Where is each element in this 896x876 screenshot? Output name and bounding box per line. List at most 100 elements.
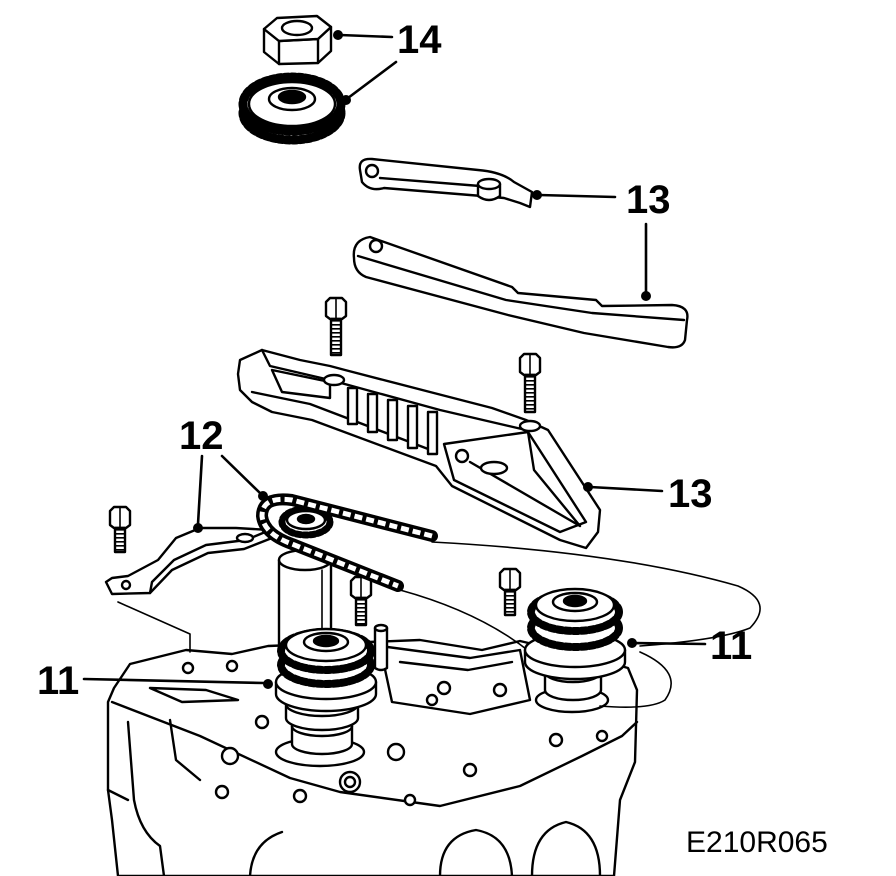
guide-boss-top xyxy=(476,177,502,191)
tensioner-rail-housing xyxy=(236,348,602,550)
bore xyxy=(312,634,340,648)
callout-14: 14 xyxy=(397,18,442,62)
bolt-shank xyxy=(354,596,368,627)
bore xyxy=(562,594,588,608)
rail-top-edge xyxy=(356,254,686,322)
bolt xyxy=(349,575,373,627)
housing-fin xyxy=(346,386,359,426)
bolt-hole xyxy=(548,732,564,748)
crankshaft-sprocket-right xyxy=(523,587,627,702)
callout-13-lower: 13 xyxy=(668,472,713,516)
bolt-hole xyxy=(292,788,308,804)
bolt-hole xyxy=(462,762,478,778)
housing-slot xyxy=(270,368,332,400)
block-bore-arch xyxy=(438,828,514,876)
leader-dot xyxy=(583,482,593,492)
leader-12-chain xyxy=(220,454,262,495)
bolt xyxy=(518,352,542,414)
leader-dot xyxy=(627,638,637,648)
block-rib xyxy=(168,718,202,782)
block-bore-arch xyxy=(530,820,602,876)
block-recess xyxy=(148,686,240,704)
leader-11-right xyxy=(632,641,707,646)
housing-fin xyxy=(366,392,379,434)
guide-rail xyxy=(352,235,689,349)
block-left-edge xyxy=(106,788,130,802)
hub xyxy=(296,513,316,525)
callouts: 14 13 13 12 11 11 xyxy=(37,18,752,703)
timing-chain xyxy=(256,493,438,592)
block-platform-edge xyxy=(398,660,514,672)
bolt-hole xyxy=(403,793,417,807)
bolt-hole xyxy=(214,784,230,800)
figure-code: E210R065 xyxy=(686,826,828,859)
callout-11-left: 11 xyxy=(37,659,79,703)
housing-fin xyxy=(406,404,419,450)
bore xyxy=(277,89,307,105)
reference-line xyxy=(117,601,191,653)
leader-dot xyxy=(532,190,542,200)
leader-dot xyxy=(333,30,343,40)
housing-fin xyxy=(386,398,399,442)
leader-dot xyxy=(641,291,651,301)
leader-dot xyxy=(341,95,351,105)
pin-top xyxy=(373,623,389,633)
rail-body xyxy=(352,235,689,349)
housing-fin xyxy=(426,410,439,456)
leader-dot xyxy=(263,679,273,689)
guide-edge xyxy=(378,176,482,188)
block-left-wall xyxy=(126,720,166,876)
bolt-hole xyxy=(425,693,439,707)
camshaft-sprocket xyxy=(238,72,346,145)
rail-pivot-hole xyxy=(368,238,384,254)
bolt xyxy=(324,296,348,357)
bolt-sleeve xyxy=(322,373,346,387)
callout-13-upper: 13 xyxy=(626,178,671,222)
housing-hole xyxy=(454,448,470,464)
leader-dot xyxy=(193,523,203,533)
locating-pin xyxy=(373,623,389,672)
leader-13-upper-guide xyxy=(537,193,617,199)
guide-hole xyxy=(364,163,380,179)
bolt-sleeve xyxy=(518,419,542,433)
bolt-shank xyxy=(523,373,537,414)
leader-14-nut xyxy=(338,33,394,39)
bolt-shank xyxy=(503,588,517,617)
bolt-shank xyxy=(329,317,343,357)
reference-line xyxy=(599,651,672,708)
bolt-hole xyxy=(220,746,240,766)
bolt-hole xyxy=(386,742,406,762)
bolt-hole xyxy=(181,661,195,675)
bolt xyxy=(498,567,522,617)
block-raised-platform xyxy=(378,644,532,716)
hex-nut xyxy=(262,14,333,66)
bolt xyxy=(108,505,132,554)
bolt-hole xyxy=(343,775,357,789)
bracket-hole xyxy=(235,532,255,544)
leaders xyxy=(82,30,707,689)
pin-body xyxy=(373,626,389,672)
leader-11-left xyxy=(82,677,266,685)
block-bore-arch xyxy=(248,830,284,876)
reference-line xyxy=(431,541,761,647)
bolt-hole xyxy=(492,682,508,698)
leader-12-bracket xyxy=(196,454,204,526)
nut-bore xyxy=(280,19,314,37)
bolt-hole xyxy=(225,659,239,673)
bolt-hole xyxy=(436,680,452,696)
bracket-hole xyxy=(120,579,132,591)
reference-line xyxy=(399,589,531,653)
crankshaft-sprocket-left xyxy=(274,627,378,756)
upper-chain-guide xyxy=(358,157,534,209)
leader-13-housing xyxy=(588,485,664,493)
bolt-shank xyxy=(113,526,127,554)
callout-11-right: 11 xyxy=(710,624,752,668)
housing-boss xyxy=(479,460,509,476)
chain-links xyxy=(259,496,433,589)
leader-14-sprocket xyxy=(346,60,398,100)
bolt-hole xyxy=(595,729,609,743)
leader-dot xyxy=(258,491,268,501)
reference-lines xyxy=(117,541,761,708)
bolt-hole xyxy=(254,714,270,730)
